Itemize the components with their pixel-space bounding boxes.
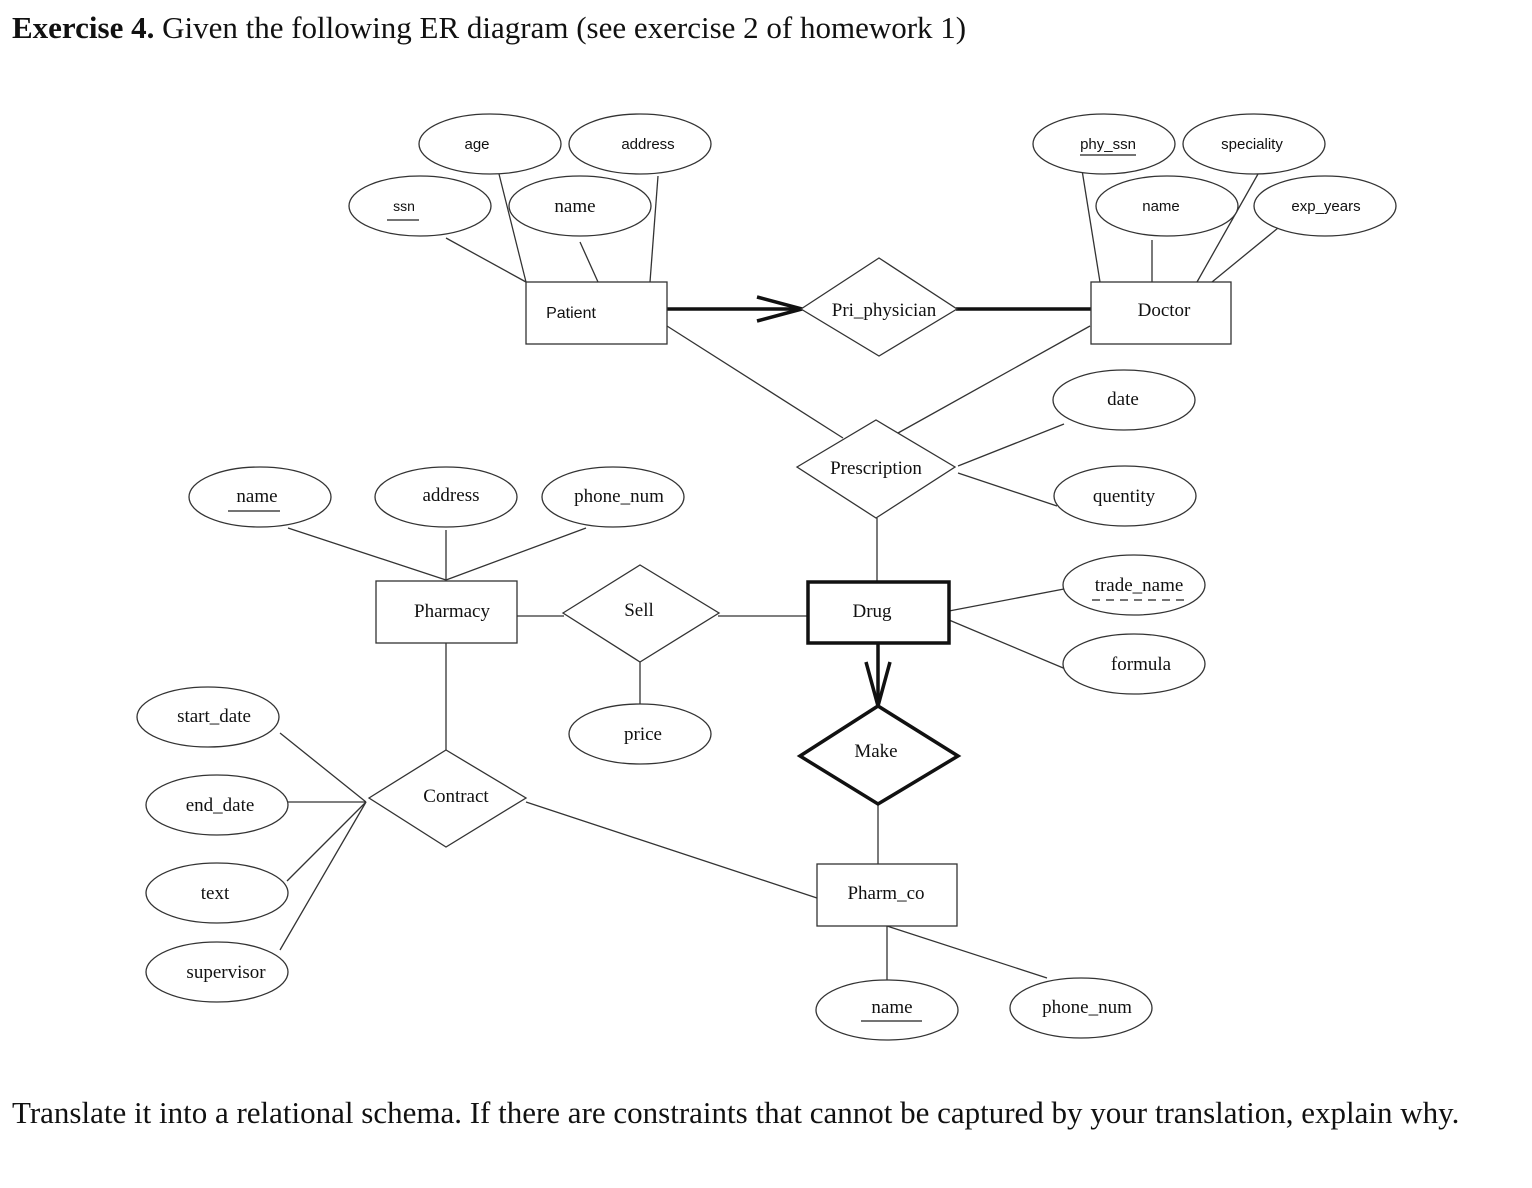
edge-drug-formula: [948, 619, 1069, 671]
attr-doctor-expyears: [1253, 175, 1397, 237]
edge-patient-age: [498, 173, 527, 283]
label-pharmacy: Pharmacy: [414, 601, 490, 622]
entity-doctor: [1090, 281, 1232, 345]
label-contract-startdate: start_date: [177, 706, 251, 727]
label-prescription-quentity: quentity: [1093, 486, 1156, 507]
exercise-instruction: Given the following ER diagram (see exer…: [154, 10, 967, 45]
relationship-contract: [367, 749, 528, 848]
attr-contract-startdate: [136, 686, 280, 748]
label-pharmacy-phone: phone_num: [574, 486, 664, 507]
attr-pharmacy-name: [188, 466, 332, 528]
edge-doctor-prescription: [897, 325, 1091, 434]
exercise-label: Exercise 4.: [12, 10, 155, 45]
label-prescription-date: date: [1107, 389, 1139, 410]
attr-doctor-name: [1095, 175, 1239, 237]
label-pharmco-phone: phone_num: [1042, 997, 1132, 1018]
label-pharmco: Pharm_co: [847, 883, 924, 904]
label-patient-ssn: ssn: [393, 198, 415, 214]
attr-pharmacy-phone: [541, 466, 685, 528]
label-patient-address: address: [621, 136, 674, 153]
label-make: Make: [854, 741, 897, 762]
label-pharmacy-address: address: [423, 485, 480, 506]
label-doctor-speciality: speciality: [1221, 136, 1283, 153]
label-doctor-name: name: [1142, 198, 1180, 215]
label-patient-name: name: [554, 196, 595, 217]
label-contract-enddate: end_date: [186, 795, 255, 816]
attr-pharmco-name: [815, 979, 959, 1041]
edge-contract-pharmco: [525, 801, 818, 899]
label-sell-price: price: [624, 724, 662, 745]
label-doctor-expyears: exp_years: [1291, 198, 1360, 215]
label-pharmco-name: name: [871, 997, 912, 1018]
entity-pharmco: [816, 863, 958, 927]
label-priphysician: Pri_physician: [832, 300, 937, 321]
question-text: Translate it into a relational schema. I…: [12, 1095, 1460, 1130]
edge-pharmacy-phone: [445, 527, 587, 581]
edge-contract-supervisor: [279, 801, 367, 951]
edge-doctor-speciality: [1196, 173, 1259, 283]
attr-pharmacy-address: [374, 466, 518, 528]
edge-patient-prescription: [666, 325, 844, 439]
label-patient: Patient: [546, 305, 596, 322]
label-drug-tradename: trade_name: [1095, 575, 1184, 596]
attr-pharmco-phone: [1009, 977, 1153, 1039]
relationship-priphysician: [799, 257, 959, 357]
edge-pharmacy-name: [287, 527, 447, 581]
attr-patient-address: [568, 113, 712, 175]
exercise-heading: Exercise 4. Given the following ER diagr…: [12, 10, 966, 46]
attr-sell-price: [568, 703, 712, 765]
relationship-prescription: [795, 419, 957, 519]
attr-prescription-date: [1052, 369, 1196, 431]
edge-patient-name: [579, 241, 599, 283]
edge-contract-startdate: [279, 732, 367, 803]
edge-pharmco-phone: [886, 925, 1048, 979]
edge-doctor-physsn: [1081, 169, 1101, 283]
label-contract-supervisor: supervisor: [186, 962, 266, 983]
edge-doctor-expyears: [1211, 227, 1279, 283]
attr-doctor-physsn: [1032, 113, 1176, 175]
label-drug-formula: formula: [1111, 654, 1172, 675]
relationship-make: [796, 703, 962, 807]
label-contract-text: text: [201, 883, 230, 904]
label-prescription: Prescription: [830, 458, 922, 479]
edge-prescription-date: [957, 423, 1065, 467]
attr-prescription-quentity: [1053, 465, 1197, 527]
edge-drug-tradename: [948, 588, 1065, 612]
label-drug: Drug: [852, 601, 892, 622]
entity-pharmacy: [375, 580, 518, 644]
relationship-sell: [561, 564, 721, 663]
attr-drug-formula: [1062, 633, 1206, 695]
edge-prescription-quentity: [957, 472, 1058, 507]
label-contract: Contract: [423, 786, 489, 807]
label-sell: Sell: [624, 600, 654, 621]
attr-contract-enddate: [145, 774, 289, 836]
attr-contract-text: [145, 862, 289, 924]
label-doctor-physsn: phy_ssn: [1080, 136, 1136, 153]
attr-patient-name: [508, 175, 652, 237]
attr-patient-age: [418, 113, 562, 175]
attr-patient-ssn: [348, 175, 492, 237]
label-doctor: Doctor: [1138, 300, 1191, 321]
label-patient-age: age: [464, 136, 489, 153]
edge-patient-ssn: [445, 237, 527, 283]
edge-patient-address: [649, 175, 659, 283]
label-pharmacy-name: name: [236, 486, 277, 507]
edge-contract-text: [286, 801, 367, 882]
entity-patient: [525, 281, 668, 345]
entity-drug: [806, 580, 951, 645]
attr-contract-supervisor: [145, 941, 289, 1003]
attr-doctor-speciality: [1182, 113, 1326, 175]
